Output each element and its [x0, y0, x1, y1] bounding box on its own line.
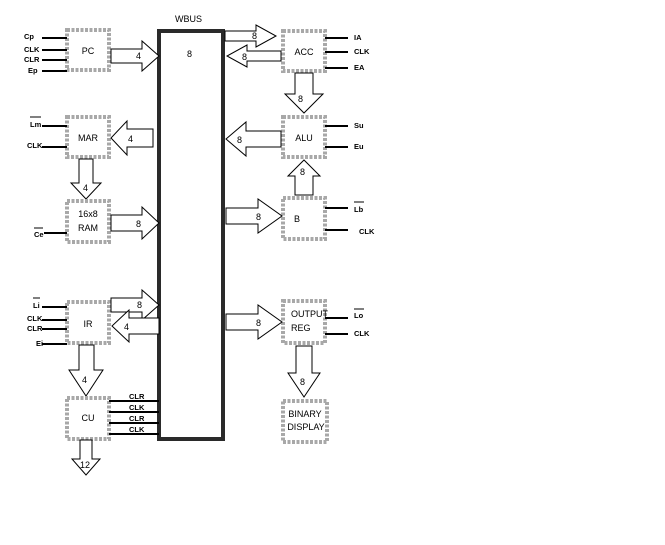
ram-signal-ce: Ce	[34, 230, 44, 239]
pc-block: PC	[65, 28, 111, 72]
binary-display-label-line2: DISPLAY	[287, 422, 324, 432]
pc-bus-width: 4	[136, 51, 141, 61]
ram-bus-width: 8	[136, 219, 141, 229]
acc-label: ACC	[294, 47, 314, 57]
alu-signal-eu: Eu	[354, 142, 364, 151]
ram-control-lines: Ce	[34, 227, 67, 239]
ir-cu-width: 4	[82, 375, 87, 385]
ir-signal-clr: CLR	[27, 324, 43, 333]
w-bus	[157, 29, 225, 441]
mar-block: MAR	[65, 115, 111, 159]
output-reg-signal-clk: CLK	[354, 329, 370, 338]
acc-control-lines: IA CLK EA	[325, 33, 370, 72]
ir-to-bus-arrow: 8	[110, 288, 160, 322]
bus-b-width: 8	[256, 212, 261, 222]
b-label: B	[294, 214, 300, 224]
b-control-lines: Lb CLK	[325, 201, 375, 236]
pc-signal-cp: Cp	[24, 32, 34, 41]
acc-to-bus-arrow: 8	[225, 44, 282, 68]
bus-output-reg-width: 8	[256, 318, 261, 328]
mar-ram-width: 4	[83, 183, 88, 193]
bus-acc-width: 8	[252, 31, 257, 41]
mar-to-ram-arrow: 4	[69, 158, 103, 200]
acc-signal-clk: CLK	[354, 47, 370, 56]
output-reg-label-line1: OUTPUT	[291, 309, 329, 319]
bus-ir-width: 4	[124, 322, 129, 332]
bus-mar-width: 4	[128, 134, 133, 144]
alu-label: ALU	[295, 133, 313, 143]
ir-signal-ei: Ei	[36, 339, 43, 348]
ir-signal-li: Li	[33, 301, 40, 310]
mar-label: MAR	[78, 133, 99, 143]
ir-signal-clk: CLK	[27, 314, 43, 323]
ir-label: IR	[84, 319, 94, 329]
alu-control-lines: Su Eu	[325, 121, 364, 151]
b-to-alu-arrow: 8	[286, 159, 322, 196]
mar-control-lines: Lm CLK	[27, 116, 67, 150]
cu-block: CU	[65, 396, 111, 441]
cu-output-width: 12	[80, 460, 90, 470]
output-reg-to-display-arrow: 8	[287, 345, 321, 398]
acc-signal-ea: EA	[354, 63, 365, 72]
output-reg-signal-lo: Lo	[354, 311, 364, 320]
bus-to-b-arrow: 8	[225, 198, 283, 234]
ram-label-line2: RAM	[78, 223, 98, 233]
acc-block: ACC	[281, 29, 327, 73]
bus-to-output-reg-arrow: 8	[225, 304, 283, 340]
ir-to-cu-arrow: 4	[68, 344, 104, 397]
pc-to-bus-arrow: 4	[110, 39, 160, 73]
binary-display-block: BINARY DISPLAY	[281, 399, 329, 444]
bus-to-acc-arrow: 8	[224, 24, 278, 48]
acc-alu-width: 8	[298, 94, 303, 104]
cu-signal-clk-1: CLK	[129, 403, 145, 412]
cu-signal-clk-2: CLK	[129, 425, 145, 434]
pc-control-lines: Cp CLK CLR Ep	[24, 32, 67, 75]
cu-output-arrow: 12	[70, 439, 102, 476]
acc-bus-width: 8	[242, 52, 247, 62]
output-reg-control-lines: Lo CLK	[325, 308, 370, 338]
pc-signal-clr: CLR	[24, 55, 40, 64]
b-signal-clk: CLK	[359, 227, 375, 236]
cu-signal-clr-1: CLR	[129, 392, 145, 401]
bus-title: WBUS	[175, 14, 202, 24]
b-alu-width: 8	[300, 167, 305, 177]
b-signal-lb: Lb	[354, 205, 364, 214]
ram-to-bus-arrow: 8	[110, 205, 160, 241]
alu-block: ALU	[281, 115, 327, 159]
alu-signal-su: Su	[354, 121, 364, 130]
mar-signal-lm: Lm	[30, 120, 42, 129]
b-block: B	[281, 196, 327, 241]
alu-to-bus-arrow: 8	[225, 120, 282, 158]
ir-bus-width: 8	[137, 300, 142, 310]
acc-to-alu-arrow: 8	[283, 72, 325, 114]
bus-to-mar-arrow: 4	[110, 119, 154, 157]
pc-signal-clk: CLK	[24, 45, 40, 54]
output-reg-block: OUTPUT REG	[281, 299, 329, 345]
cu-label: CU	[82, 413, 95, 423]
output-reg-label-line2: REG	[291, 323, 311, 333]
bus-to-ir-arrow: 4	[111, 308, 160, 344]
mar-signal-clk: CLK	[27, 141, 43, 150]
ram-block: 16x8 RAM	[65, 199, 111, 244]
alu-bus-width: 8	[237, 135, 242, 145]
acc-signal-ia: IA	[354, 33, 362, 42]
ram-label-line1: 16x8	[78, 209, 98, 219]
cu-control-lines: CLR CLK CLR CLK	[109, 392, 159, 435]
ir-block: IR	[65, 300, 111, 345]
pc-signal-ep: Ep	[28, 66, 38, 75]
binary-display-label-line1: BINARY	[288, 409, 321, 419]
ir-control-lines: Li CLK CLR Ei	[27, 297, 67, 348]
output-reg-display-width: 8	[300, 377, 305, 387]
bus-width-label: 8	[187, 49, 192, 59]
pc-label: PC	[82, 46, 95, 56]
cu-signal-clr-2: CLR	[129, 414, 145, 423]
